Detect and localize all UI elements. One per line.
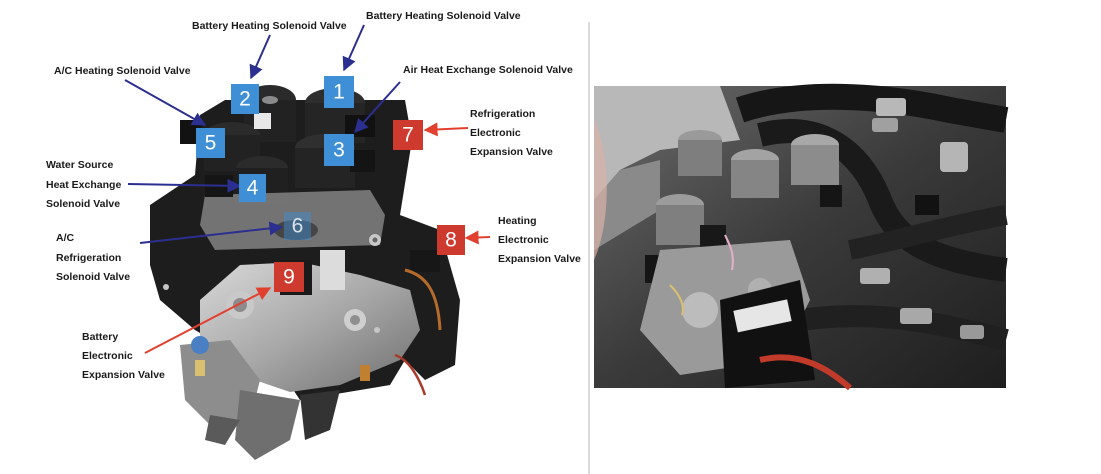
engine-bay-photo-icon — [594, 83, 1009, 391]
badge-7: 7 — [393, 120, 423, 150]
arrow-to-valve-7 — [423, 122, 469, 137]
arrow-to-valve-8 — [464, 230, 491, 245]
badges: 1 2 3 4 5 6 7 8 — [196, 76, 465, 292]
arrow-to-valve-3 — [354, 81, 401, 134]
arrow-to-valve-6 — [139, 221, 284, 244]
label-valve-4: Water Source Heat Exchange Solenoid Valv… — [46, 159, 121, 210]
callout-arrows — [124, 24, 491, 354]
labels: Battery Heating Solenoid Valve Battery H… — [46, 10, 581, 381]
svg-text:4: 4 — [247, 177, 259, 200]
svg-text:7: 7 — [402, 124, 414, 147]
svg-text:Electronic: Electronic — [498, 234, 549, 246]
arrow-to-valve-4 — [127, 178, 242, 193]
svg-text:Refrigeration: Refrigeration — [56, 252, 121, 264]
svg-text:Expansion Valve: Expansion Valve — [82, 369, 165, 381]
arrow-to-valve-1 — [342, 24, 365, 72]
badge-3: 3 — [324, 134, 354, 166]
label-valve-8: Heating Electronic Expansion Valve — [498, 215, 581, 265]
svg-text:A/C: A/C — [56, 232, 75, 244]
arrow-to-valve-2 — [249, 34, 271, 80]
svg-text:Water Source: Water Source — [46, 159, 113, 171]
svg-text:5: 5 — [205, 132, 217, 155]
svg-text:Battery: Battery — [82, 331, 118, 343]
label-valve-2: Battery Heating Solenoid Valve — [192, 20, 347, 32]
svg-text:Refrigeration: Refrigeration — [470, 108, 535, 120]
badge-6: 6 — [284, 212, 311, 240]
label-valve-7: Refrigeration Electronic Expansion Valve — [470, 108, 553, 158]
svg-text:8: 8 — [445, 229, 457, 252]
svg-text:2: 2 — [239, 88, 251, 111]
svg-text:9: 9 — [283, 266, 295, 289]
svg-text:Solenoid Valve: Solenoid Valve — [56, 271, 130, 283]
svg-text:Electronic: Electronic — [82, 350, 133, 362]
svg-text:Heating: Heating — [498, 215, 537, 227]
badge-9: 9 — [274, 262, 304, 292]
svg-text:6: 6 — [292, 215, 304, 238]
badge-4: 4 — [239, 174, 266, 202]
label-valve-9: Battery Electronic Expansion Valve — [82, 331, 165, 381]
svg-text:Electronic: Electronic — [470, 127, 521, 139]
badge-2: 2 — [231, 84, 259, 114]
label-valve-6: A/C Refrigeration Solenoid Valve — [56, 232, 130, 283]
svg-text:Solenoid Valve: Solenoid Valve — [46, 198, 120, 210]
arrow-to-valve-5 — [124, 79, 207, 126]
svg-text:Expansion Valve: Expansion Valve — [470, 146, 553, 158]
svg-text:3: 3 — [333, 139, 345, 162]
badge-5: 5 — [196, 128, 225, 158]
label-valve-1: Battery Heating Solenoid Valve — [366, 10, 521, 22]
svg-text:Heat Exchange: Heat Exchange — [46, 179, 121, 191]
label-valve-3: Air Heat Exchange Solenoid Valve — [403, 64, 573, 76]
svg-text:1: 1 — [333, 81, 345, 104]
arrow-to-valve-9 — [144, 287, 272, 354]
badge-8: 8 — [437, 225, 465, 255]
label-valve-5: A/C Heating Solenoid Valve — [54, 65, 191, 77]
badge-1: 1 — [324, 76, 354, 108]
svg-text:Expansion Valve: Expansion Valve — [498, 253, 581, 265]
